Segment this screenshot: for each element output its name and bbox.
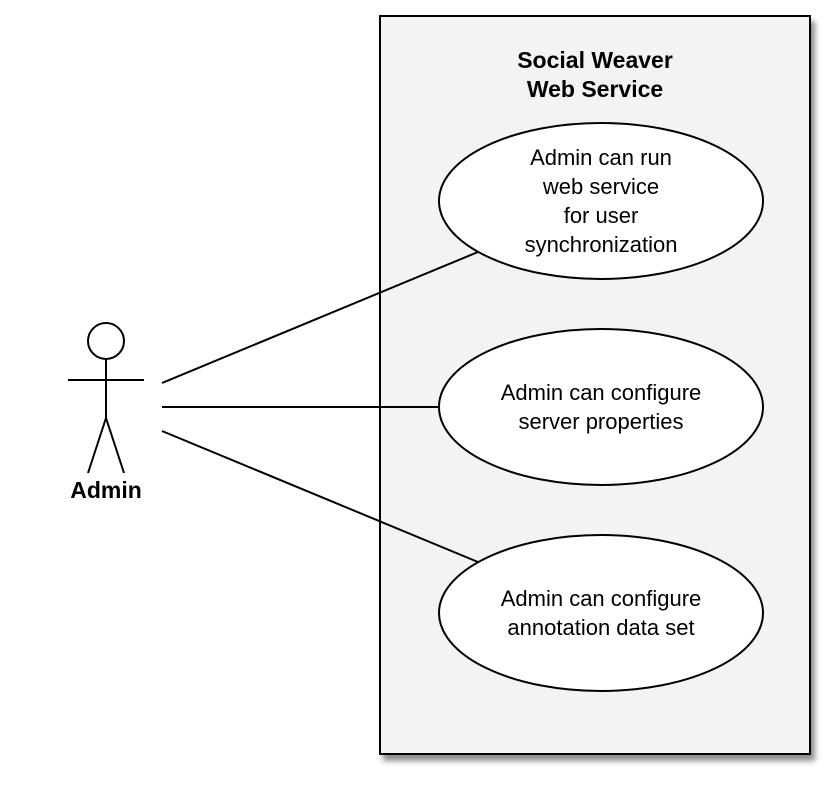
- system-title-line-1: Social Weaver: [517, 47, 673, 73]
- associations: [161, 251, 479, 563]
- association-line-annotation-data-set: [161, 430, 479, 563]
- use-case-text-line: Admin can configure: [501, 586, 702, 611]
- actor-left-leg: [87, 417, 107, 474]
- use-case-text-line: Admin can configure: [501, 380, 702, 405]
- use-case-configure-server-properties[interactable]: Admin can configure server properties: [438, 328, 764, 486]
- use-case-ellipse[interactable]: [438, 534, 764, 692]
- use-case-ellipse[interactable]: [438, 328, 764, 486]
- association-line-run-web-service: [161, 251, 479, 384]
- use-case-text-line: Admin can run: [530, 145, 672, 170]
- actor-label: Admin: [70, 477, 142, 503]
- actor-right-leg: [105, 417, 125, 474]
- use-case-ellipse[interactable]: [438, 122, 764, 280]
- actor-head-icon: [87, 322, 125, 360]
- use-case-configure-annotation-data-set[interactable]: Admin can configure annotation data set: [438, 534, 764, 692]
- use-case-text-line: server properties: [518, 409, 683, 434]
- system-title-line-2: Web Service: [527, 76, 663, 102]
- use-case-text-line: web service: [542, 174, 659, 199]
- use-case-run-web-service[interactable]: Admin can run web service for user synch…: [438, 122, 764, 280]
- use-case-text-line: synchronization: [525, 232, 678, 257]
- actor-admin[interactable]: [68, 322, 144, 474]
- use-case-text-line: for user: [564, 203, 639, 228]
- use-case-text-line: annotation data set: [507, 615, 694, 640]
